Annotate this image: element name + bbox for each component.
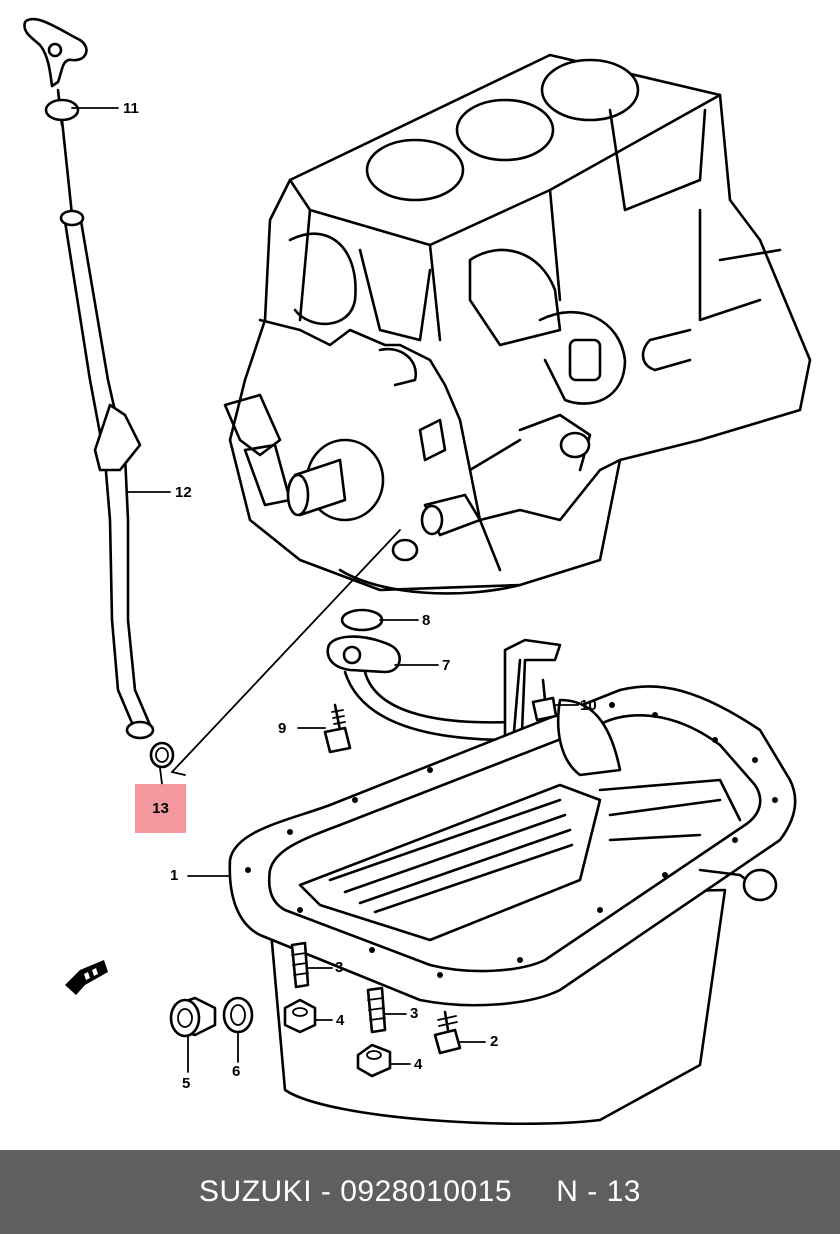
callout-4b: 4 xyxy=(414,1056,423,1073)
callout-3b: 3 xyxy=(410,1005,419,1022)
callout-7: 7 xyxy=(442,657,451,674)
callout-3a: 3 xyxy=(335,959,344,976)
pan-bolt-holes xyxy=(245,702,778,978)
callout-2: 2 xyxy=(490,1033,499,1050)
o-ring-13 xyxy=(149,741,175,769)
bolt-10 xyxy=(531,678,558,722)
footer-index: 13 xyxy=(606,1175,641,1208)
footer-bar: SUZUKI - 0928010015 N - 13 xyxy=(0,1150,840,1234)
leader-13-engine xyxy=(171,529,401,773)
footer-section: N xyxy=(556,1175,579,1208)
front-arrow-icon xyxy=(65,960,108,995)
stud-3a xyxy=(290,941,310,989)
parts-diagram xyxy=(23,17,812,1126)
callout-5: 5 xyxy=(182,1075,191,1092)
leader-13-tick xyxy=(171,771,186,776)
gasket-6 xyxy=(222,996,254,1034)
footer-part-number: 0928010015 xyxy=(340,1175,513,1208)
footer-separator: - xyxy=(312,1175,341,1208)
callout-8: 8 xyxy=(422,612,431,629)
bolt-2 xyxy=(433,1010,462,1055)
callout-1: 1 xyxy=(170,867,179,884)
stud-3b xyxy=(366,986,387,1034)
leader-lines xyxy=(71,107,579,1073)
callout-9: 9 xyxy=(278,720,287,737)
footer-brand: SUZUKI xyxy=(199,1175,313,1208)
callout-6: 6 xyxy=(232,1063,241,1080)
drain-plug-5 xyxy=(169,996,217,1038)
highlight-box xyxy=(135,784,186,833)
nut-4a xyxy=(283,998,317,1034)
bolt-9 xyxy=(323,703,352,754)
callout-13: 13 xyxy=(152,800,169,817)
footer-gap xyxy=(512,1175,556,1209)
callout-4a: 4 xyxy=(336,1012,345,1029)
engine-block xyxy=(223,53,812,595)
callout-10: 10 xyxy=(580,697,597,714)
oil-pan xyxy=(228,685,797,1126)
nut-4b xyxy=(356,1043,392,1078)
callout-11: 11 xyxy=(123,100,139,117)
oil-level-gauge xyxy=(23,17,88,217)
callout-12: 12 xyxy=(175,484,192,501)
oil-gauge-guide xyxy=(59,209,155,740)
footer-separator: - xyxy=(578,1175,607,1208)
